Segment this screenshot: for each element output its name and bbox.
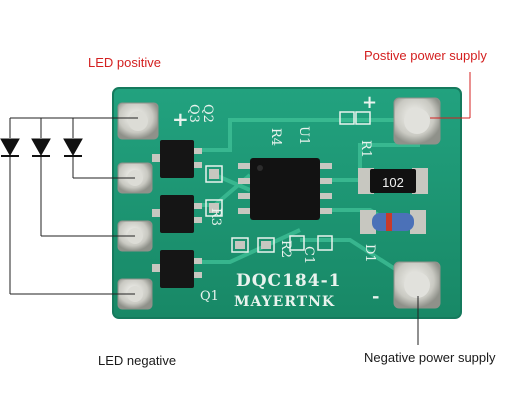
silk-r2: R2: [278, 240, 293, 258]
silk-r3: R3: [208, 208, 223, 226]
led-wiring: [9, 117, 138, 295]
silk-plus: +: [362, 92, 377, 113]
silk-d1: D1: [362, 244, 377, 263]
label-led-positive: LED positive: [88, 55, 161, 70]
silk-r1: R1: [358, 140, 373, 158]
pad-positive-supply: [393, 97, 441, 145]
resistor-r1: [358, 168, 428, 194]
silk-q1: Q1: [200, 289, 219, 304]
resistor-code: 102: [382, 175, 404, 190]
silk-q2: Q2: [200, 104, 215, 123]
transistor-q1: [152, 250, 202, 288]
component-pads: [209, 169, 271, 249]
component-outlines: [205, 111, 371, 253]
label-led-negative: LED negative: [98, 353, 177, 368]
silk-plus-small: +: [172, 107, 189, 131]
led-symbols: [0, 138, 83, 157]
silk-r4: R4: [268, 128, 283, 146]
led-diode-2-icon: [31, 138, 51, 157]
pad-left-top: [117, 102, 159, 140]
led-diode-1-icon: [0, 138, 20, 157]
silk-q3: Q3: [186, 104, 201, 123]
board-model: DQC184-1: [236, 271, 341, 291]
annotation-leaders: [430, 72, 471, 119]
silk-minus: -: [372, 286, 379, 307]
led-diode-3-icon: [63, 138, 83, 157]
silk-u1: U1: [296, 126, 311, 145]
label-positive-supply: Postive power supply: [364, 48, 487, 63]
label-negative-supply: Negative power supply: [364, 350, 496, 365]
pad-negative-supply: [393, 261, 441, 309]
ic-u1: [238, 158, 332, 220]
diode-d1: [360, 210, 426, 234]
silk-c1: C1: [301, 246, 316, 264]
transistor-q2: [152, 195, 202, 233]
transistor-q3: [152, 140, 202, 178]
board-brand: MAYERTNK: [234, 294, 335, 310]
